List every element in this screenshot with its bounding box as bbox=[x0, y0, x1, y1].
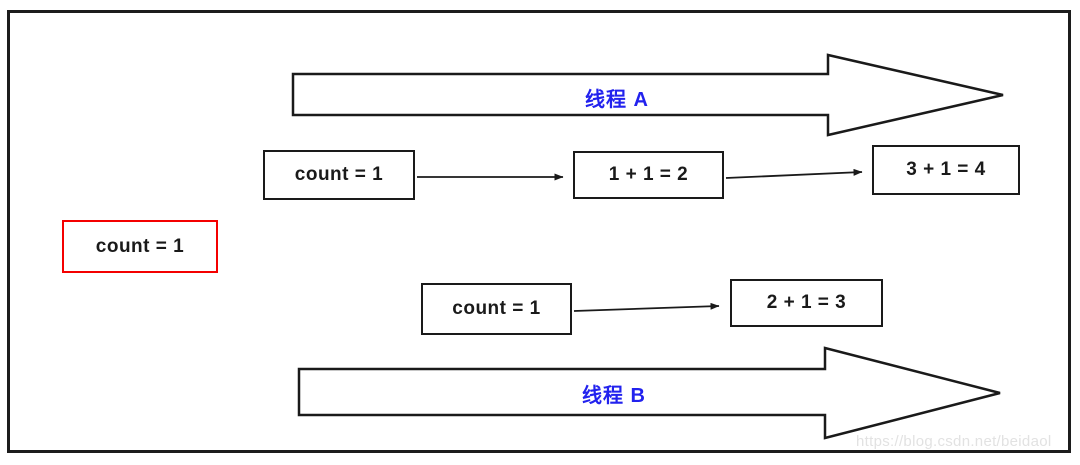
thread-b-block-arrow bbox=[297, 346, 1001, 440]
connector-b1-b2 bbox=[573, 302, 720, 312]
thread-b-label: 线程 B bbox=[582, 385, 646, 407]
thread-a-step-increment: 1 + 1 = 2 bbox=[573, 151, 724, 199]
thread-b-step-count: count = 1 bbox=[421, 283, 572, 335]
thread-b-step-increment: 2 + 1 = 3 bbox=[730, 279, 883, 327]
thread-a-label: 线程 A bbox=[585, 89, 649, 111]
watermark-url: https://blog.csdn.net/beidaol bbox=[856, 433, 1052, 450]
initial-count-box: count = 1 bbox=[62, 220, 218, 273]
thread-a-step-count: count = 1 bbox=[263, 150, 415, 200]
connector-a2-a3 bbox=[725, 168, 863, 179]
thread-a-step-result: 3 + 1 = 4 bbox=[872, 145, 1020, 195]
thread-a-block-arrow bbox=[291, 53, 1004, 137]
outer-frame bbox=[7, 10, 1071, 453]
